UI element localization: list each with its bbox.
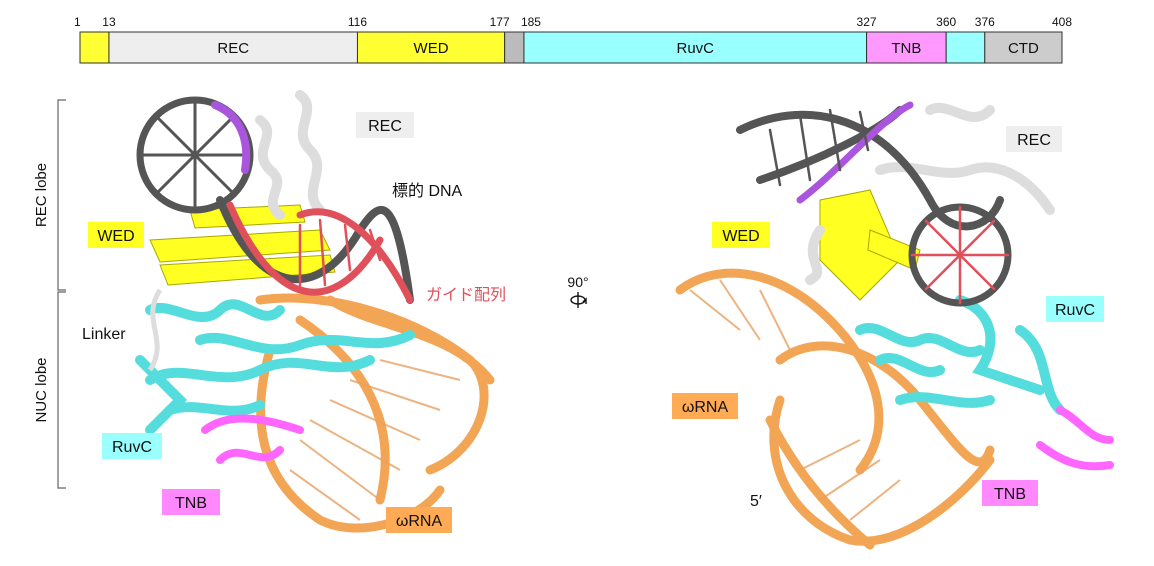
- right-five-prime-label: 5′: [750, 493, 762, 510]
- domain-tick-label: 185: [521, 15, 541, 29]
- right-labels: REC WED RuvC ωRNA 5′ TNB: [672, 126, 1104, 510]
- rotation-indicator: 90°: [567, 274, 589, 308]
- domain-bar: REC WED RuvC TNB CTD 1 13 116 177 185 327 360 376 408: [74, 15, 1072, 64]
- right-wed-body: [819, 189, 921, 301]
- left-labels: REC 標的 DNA WED ガイド配列 Linker RuvC TNB ωRN…: [82, 112, 506, 533]
- domain-segment-label: TNB: [891, 40, 921, 57]
- left-tnb-body: [201, 414, 304, 464]
- domain-tick-label: 13: [102, 15, 116, 29]
- lobe-brackets: REC lobe NUC lobe: [33, 99, 66, 489]
- right-ruvc-label: RuvC: [1055, 302, 1095, 319]
- nuc-lobe-label: NUC lobe: [33, 357, 50, 422]
- left-linker-label: Linker: [82, 326, 126, 343]
- right-tnb-body: [1036, 406, 1114, 471]
- left-linker-body: [147, 288, 163, 372]
- domain-tick-label: 376: [975, 15, 995, 29]
- left-wed-label: WED: [97, 228, 134, 245]
- domain-segment: [523, 31, 868, 64]
- domain-segment: [356, 31, 506, 64]
- left-wrna-label: ωRNA: [396, 513, 443, 530]
- domain-segment-label: REC: [217, 40, 249, 57]
- domain-tick-label: 177: [490, 15, 510, 29]
- right-tnb-label: TNB: [994, 486, 1026, 503]
- domain-segment-label: RuvC: [677, 40, 715, 57]
- rotate-icon: [570, 292, 587, 308]
- left-target-dna-label: 標的 DNA: [392, 182, 463, 200]
- right-dna-body: [736, 101, 1012, 307]
- right-wed-label: WED: [722, 228, 759, 245]
- rotation-label: 90°: [567, 274, 588, 290]
- right-structure: [675, 101, 1114, 550]
- domain-segment: [945, 31, 986, 64]
- rec-lobe-label: REC lobe: [33, 163, 50, 227]
- left-wrna-body: [255, 293, 495, 533]
- domain-segment-label: CTD: [1008, 40, 1039, 57]
- domain-segment: [504, 31, 525, 64]
- domain-tick-label: 360: [936, 15, 956, 29]
- left-tnb-label: TNB: [175, 495, 207, 512]
- domain-segment: [79, 31, 110, 64]
- left-dna-body: [136, 96, 414, 304]
- domain-segment-label: WED: [414, 40, 449, 57]
- left-rec-label: REC: [368, 118, 402, 135]
- domain-segment: [108, 31, 358, 64]
- left-rec-body: [255, 90, 325, 220]
- domain-tick-label: 327: [857, 15, 877, 29]
- domain-tick-label: 1: [74, 15, 81, 29]
- right-rec-label: REC: [1017, 132, 1051, 149]
- left-guide-label: ガイド配列: [426, 286, 506, 304]
- left-ruvc-body: [135, 299, 415, 435]
- right-wrna-label: ωRNA: [682, 399, 729, 416]
- left-ruvc-label: RuvC: [112, 439, 152, 456]
- domain-tick-label: 116: [348, 15, 367, 29]
- domain-tick-label: 408: [1052, 15, 1072, 29]
- domain-segment: [984, 31, 1063, 64]
- left-structure: [135, 90, 495, 533]
- right-ruvc-body: [855, 295, 1065, 415]
